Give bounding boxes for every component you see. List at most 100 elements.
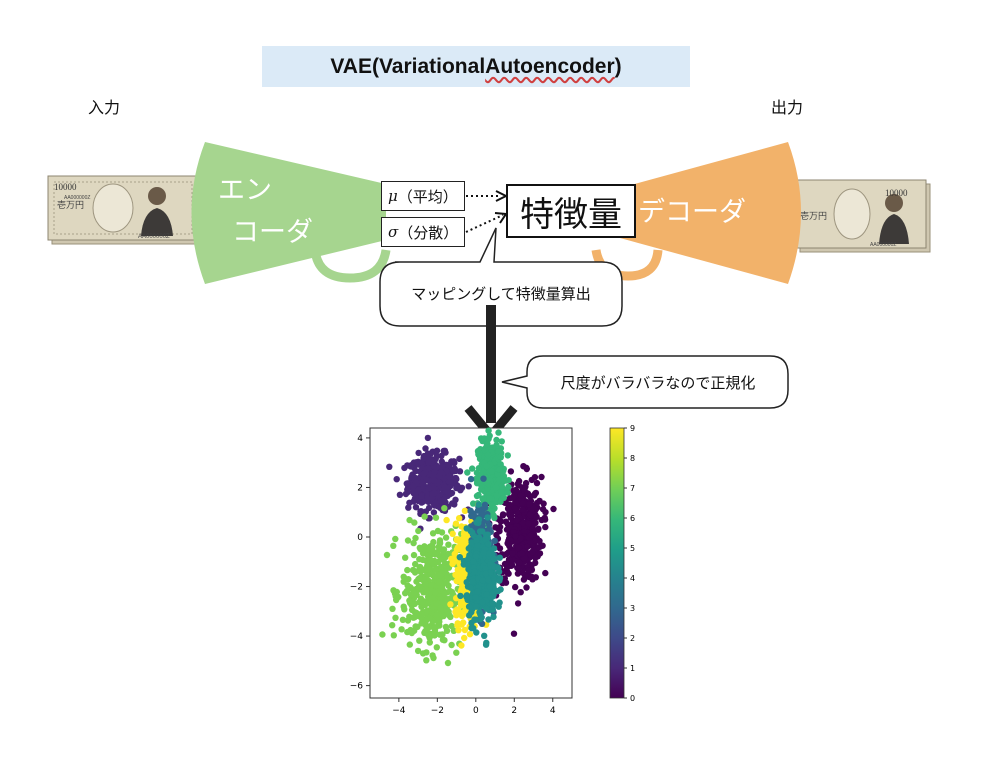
scatter-point [504,505,512,512]
scatter-point [475,517,482,524]
scatter-point [495,587,502,595]
colorbar-tick-label: 9 [630,424,635,433]
scatter-point [439,463,446,470]
y-tick-label: −4 [350,632,364,642]
scatter-point [498,483,505,490]
scatter-point [412,534,419,542]
scatter-point [454,544,461,551]
scatter-point [431,625,438,632]
scatter-point [441,590,448,597]
scatter-point [495,429,502,436]
scatter-point [390,632,397,639]
scatter-point [496,554,503,561]
scatter-point [497,461,504,468]
portrait-icon-right [879,194,909,244]
callout-scale-bubble [501,355,789,409]
scatter-point [461,626,469,634]
scatter-point [466,631,474,638]
scatter-point [426,566,433,573]
scatter-point [453,483,461,491]
banknote-right-denomination: 壱万円 [800,210,827,221]
scatter-point [406,641,413,648]
scatter-point [497,498,504,505]
dotted-arrow-sigma [465,212,508,233]
scatter-point [530,504,538,512]
scatter-point [438,585,445,592]
scatter-point [417,568,424,576]
scatter-point [465,483,472,490]
scatter-point [390,542,397,549]
scatter-point [469,578,477,585]
scatter-point [418,508,425,515]
scatter-point [450,627,457,634]
scatter-points [379,427,557,667]
scatter-point [457,592,464,600]
scatter-point [479,528,486,535]
scatter-point [415,449,422,457]
scatter-point [433,644,440,651]
scatter-point [404,617,412,624]
scatter-point [427,556,434,563]
scatter-point [419,650,427,657]
title-underlined-word: Autoencoder [485,54,615,78]
scatter-point [396,491,404,498]
scatter-point [502,477,510,484]
colorbar-tick-label: 2 [630,634,635,643]
scatter-point [482,565,489,572]
scatter-point [533,513,540,521]
scatter-point [383,551,391,559]
scatter-point [465,603,473,610]
scatter-point [433,452,441,460]
scatter-point [489,600,496,607]
scatter-point [495,564,502,572]
scatter-point [520,576,528,583]
scatter-point [480,549,487,556]
x-tick-label: 0 [473,706,479,715]
output-label: 出力 [771,98,804,117]
scatter-point [484,514,491,521]
scatter-point [424,434,432,442]
scatter-point [479,598,486,606]
scatter-point [412,504,420,511]
scatter-point [486,495,493,502]
scatter-point [540,500,547,507]
scatter-point [393,476,400,483]
scatter-point [460,619,467,626]
scatter-point [430,509,438,516]
scatter-point [526,511,534,519]
sigma-symbol: σ [388,223,399,241]
banknote-right-number: 10000 [885,188,908,198]
banknote-left-number: 10000 [54,182,77,192]
scatter-point [452,520,460,527]
scatter-point [486,583,494,590]
scatter-point [452,571,459,578]
scatter-point [458,642,465,649]
scatter-point [458,586,465,594]
banknote-left-serial-top: AA000000Z [64,195,90,201]
scatter-point [498,489,505,496]
scatter-point [411,474,418,481]
scatter-point [542,523,549,531]
scatter-point [484,451,492,459]
scatter-point [426,639,433,646]
encoder-shape [191,142,391,284]
scatter-point [523,584,530,591]
scatter-point [517,589,524,596]
scatter-point [532,554,539,562]
colorbar-tick-label: 0 [630,694,635,703]
scatter-point [417,546,424,553]
scatter-point [419,598,426,606]
scatter-point [461,634,468,642]
scatter-point [448,641,455,649]
scatter-point [423,616,430,623]
scatter-point [503,550,510,558]
scatter-point [463,579,470,586]
scatter-point [541,516,549,523]
scatter-point [410,539,417,547]
scatter-point [456,455,463,462]
scatter-point [485,427,492,434]
scatter-point [419,556,426,564]
